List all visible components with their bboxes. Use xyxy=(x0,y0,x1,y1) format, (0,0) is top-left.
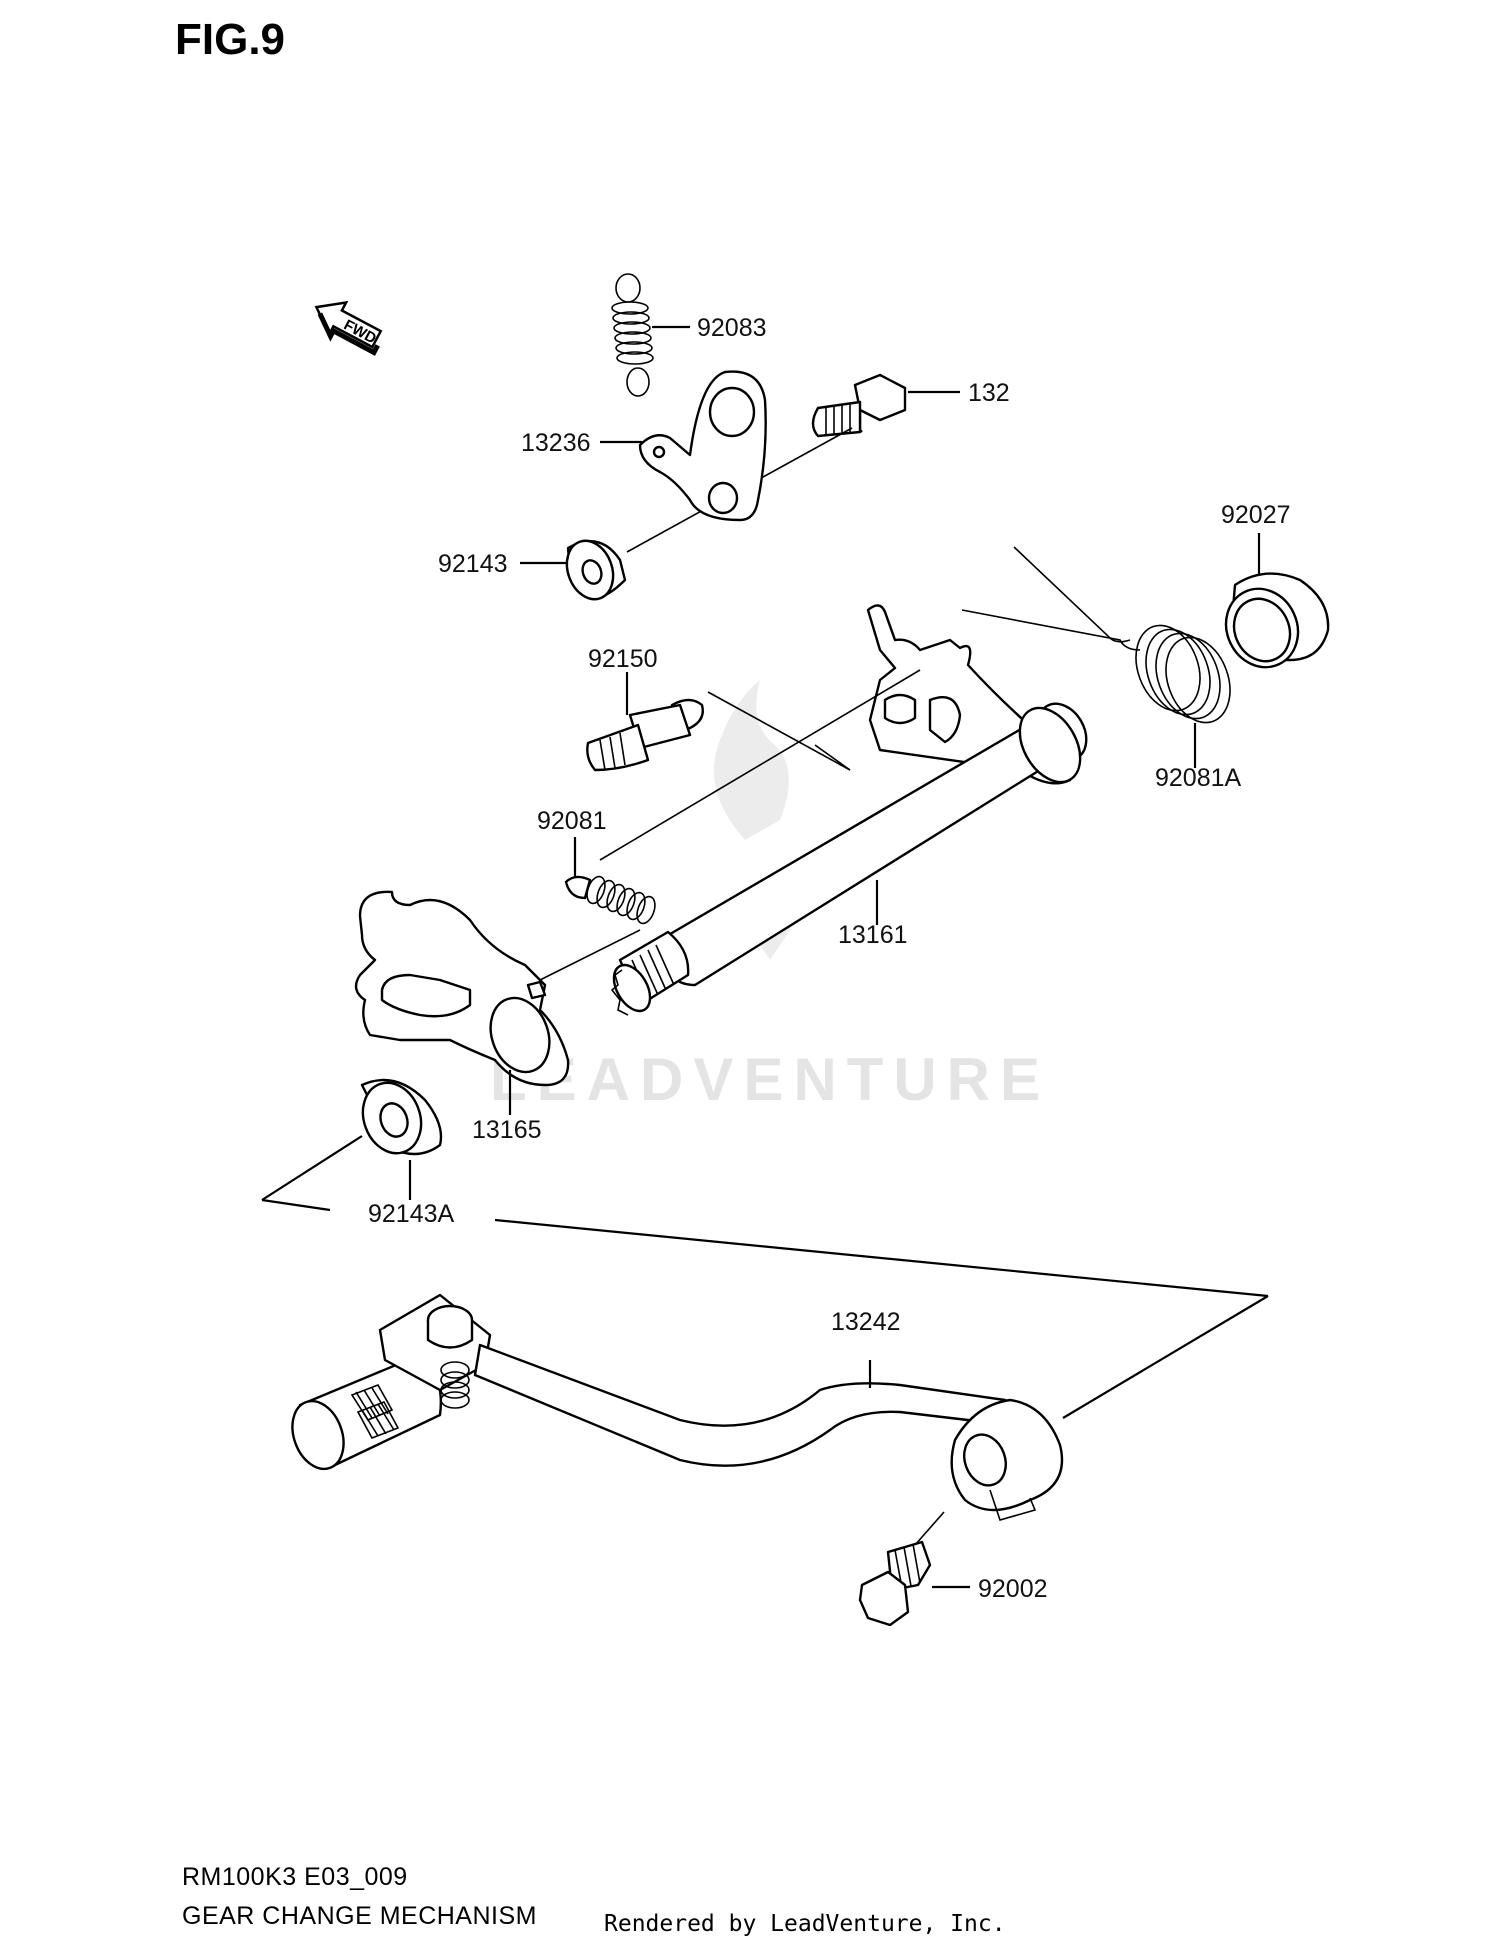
spring-92081: 92081 xyxy=(537,807,656,925)
seal-92027: 92027 xyxy=(1221,501,1330,669)
watermark-text: LEADVENTURE xyxy=(490,1046,1050,1113)
fwd-arrow-icon: FWD xyxy=(314,300,383,356)
label-92081: 92081 xyxy=(537,807,607,835)
label-13236: 13236 xyxy=(521,429,591,457)
model-code: RM100K3 E03_009 xyxy=(182,1863,408,1891)
assembly-lines xyxy=(261,1135,1269,1419)
label-13161: 13161 xyxy=(838,921,908,949)
label-132: 132 xyxy=(968,379,1010,407)
label-92143a: 92143A xyxy=(368,1200,455,1228)
bolt-92002: 92002 xyxy=(858,1511,1048,1627)
figure-caption: GEAR CHANGE MECHANISM xyxy=(182,1902,537,1930)
label-92143: 92143 xyxy=(438,550,508,578)
pedal-13242: 13242 xyxy=(291,1293,1064,1521)
pin-92150: 92150 xyxy=(586,645,704,772)
washer-92143a: 92143A xyxy=(360,1078,455,1228)
label-13242: 13242 xyxy=(831,1308,901,1336)
shaft-13161: 13161 xyxy=(599,604,1088,1016)
label-13165: 13165 xyxy=(472,1116,542,1144)
label-92150: 92150 xyxy=(588,645,658,673)
spring-92083: 92083 xyxy=(611,273,767,397)
label-92083: 92083 xyxy=(697,314,767,342)
roller-92143: 92143 xyxy=(438,539,627,601)
label-92002: 92002 xyxy=(978,1575,1048,1603)
plate-13165: 13165 xyxy=(354,890,641,1144)
label-92081a: 92081A xyxy=(1155,764,1242,792)
stopper-13236: 13236 xyxy=(521,370,767,522)
rendered-by: Rendered by LeadVenture, Inc. xyxy=(604,1911,1006,1937)
figure-title: FIG.9 xyxy=(175,15,285,64)
label-92027: 92027 xyxy=(1221,501,1291,529)
bolt-132: 132 xyxy=(811,373,1010,438)
spring-92081a: 92081A xyxy=(961,546,1242,792)
